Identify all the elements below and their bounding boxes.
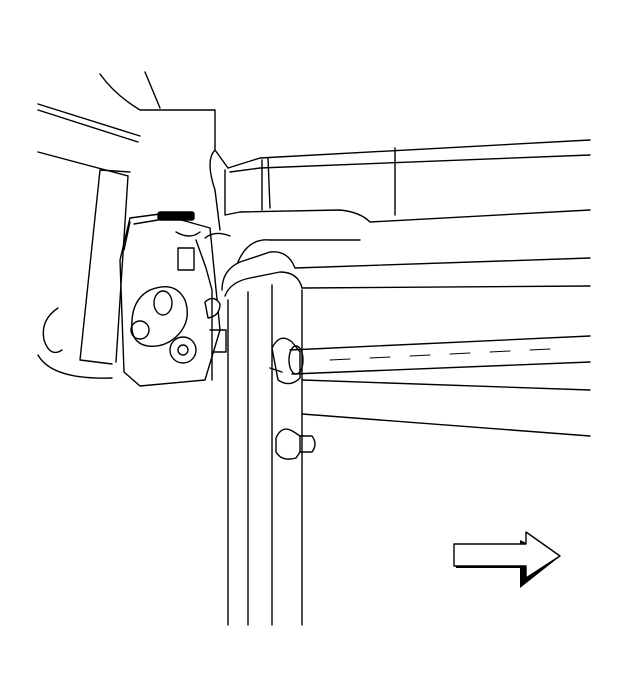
upper-shroud (209, 139, 591, 231)
hood-bracket (119, 211, 231, 387)
body-panel (37, 71, 229, 379)
support-frame (221, 239, 591, 626)
support-rod (289, 335, 591, 375)
direction-arrow (453, 531, 561, 588)
rod-grommet (269, 337, 304, 385)
retaining-pin (275, 428, 316, 460)
